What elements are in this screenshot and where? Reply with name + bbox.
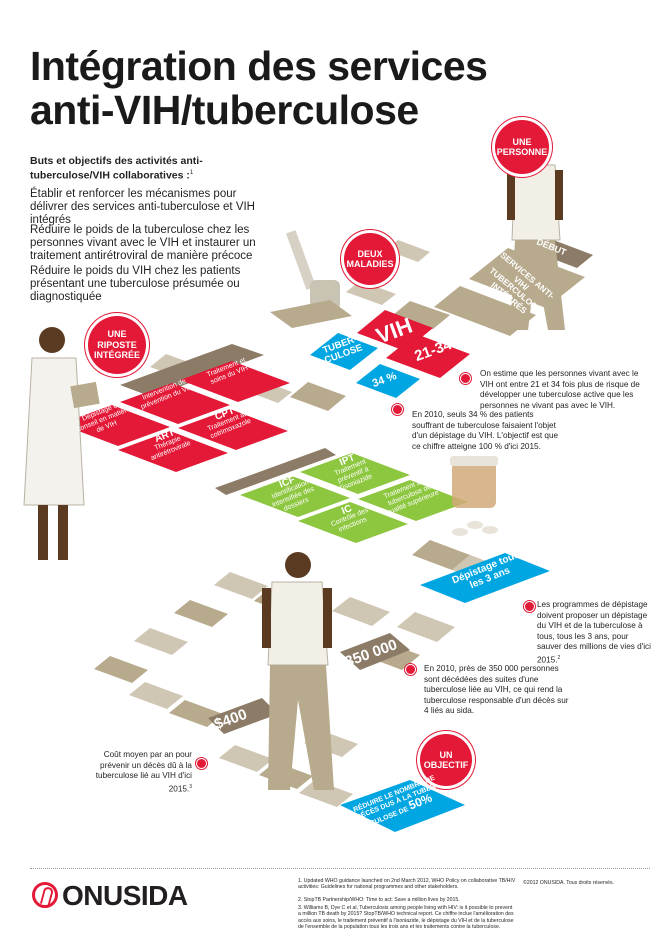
circle-two-diseases: DEUX MALADIES <box>344 233 396 285</box>
circle-one-objective: UN OBJECTIF <box>420 734 472 786</box>
note-dot-5 <box>196 756 207 774</box>
note-risk: On estime que les personnes vivant avec … <box>480 369 640 410</box>
footer-divider <box>30 868 650 869</box>
note-dot-1 <box>460 371 471 389</box>
person-standing-icon <box>507 136 565 330</box>
unaids-logo-icon <box>32 882 58 908</box>
intro-goal-1: Établir et renforcer les mécanismes pour… <box>30 188 255 226</box>
note-dot-4 <box>405 662 416 680</box>
screening-tile <box>420 553 550 603</box>
title-line-1: Intégration des services <box>30 43 488 89</box>
intro-heading: Buts et objectifs des activités anti-tub… <box>30 155 203 182</box>
pct34-tile <box>356 364 420 398</box>
circle-integrated-response: UNE RIPOSTE INTÉGRÉE <box>88 316 146 374</box>
footnote-2: 2. StopTB Partnership/WHO: Time to act: … <box>298 897 460 903</box>
intro-goal-2: Réduire le poids de la tuberculose chez … <box>30 224 256 262</box>
cost-tile <box>208 698 278 734</box>
deaths-tile <box>340 633 410 670</box>
circle-one-person: UNE PERSONNE <box>495 120 549 174</box>
note-cost: Coût moyen par an pour prévenir un décès… <box>95 750 192 794</box>
unaids-logo-text: ONUSIDA <box>62 880 188 911</box>
footnote-1: 1. Updated WHO guidance launched on 2nd … <box>298 878 516 891</box>
doctor-icon <box>23 327 100 560</box>
tb-tile <box>310 333 378 370</box>
person-walking-icon <box>262 552 334 790</box>
footnote-3: 3. Williams B, Dye C et al, Tuberculosis… <box>298 905 514 931</box>
note-dot-3 <box>524 599 535 617</box>
title-line-2: anti-VIH/tuberculose <box>30 87 419 133</box>
intro-goal-3: Réduire le poids du VIH chez les patient… <box>30 265 241 303</box>
green-tb-block <box>240 453 468 543</box>
note-deaths: En 2010, près de 350 000 personnes sont … <box>424 664 569 715</box>
note-screening-rate: En 2010, seuls 34 % des patients souffra… <box>412 410 559 451</box>
red-hiv-block <box>60 344 336 495</box>
pill-bottle-icon <box>450 456 498 536</box>
note-dot-2 <box>392 402 403 420</box>
note-screening-programmes: Les programmes de dépistage doivent prop… <box>537 600 651 665</box>
copyright: ©2012 ONUSIDA. Tous droits réservés. <box>523 880 615 886</box>
microscope-icon <box>270 230 352 328</box>
goal-tile <box>340 780 465 832</box>
page-title: Intégration des services anti-VIH/tuberc… <box>30 44 650 132</box>
range-tile <box>386 334 470 378</box>
